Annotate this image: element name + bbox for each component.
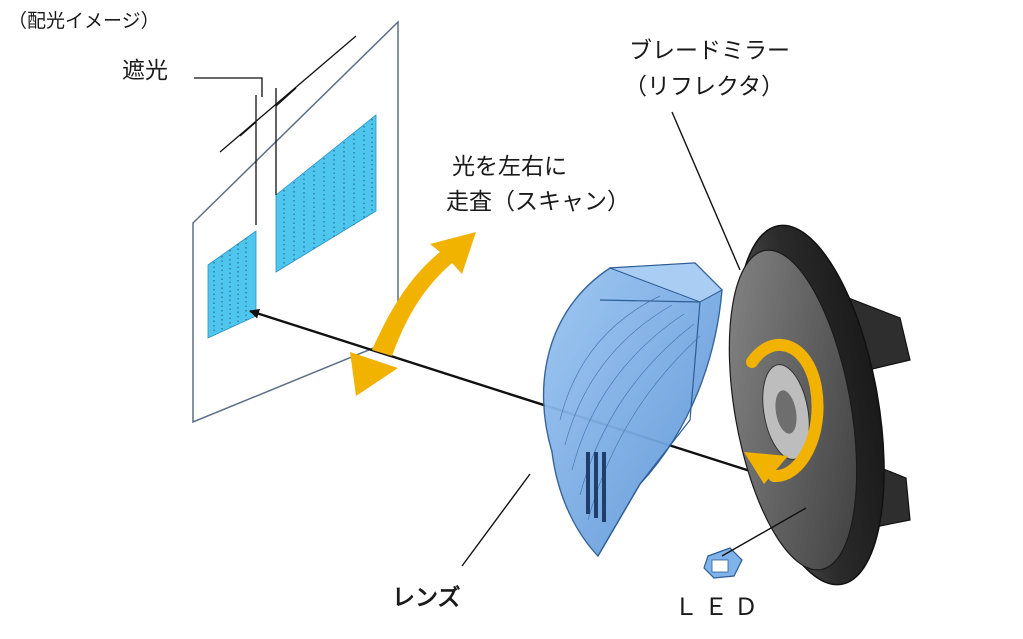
light-pattern-dots [213, 119, 373, 334]
leader-lines [461, 111, 807, 567]
light-pattern-right [275, 114, 377, 273]
mirror-label-line2: （リフレクタ） [624, 74, 785, 100]
lens [542, 262, 723, 558]
rotation-arrow [744, 338, 824, 484]
lens-label: レンズ [392, 585, 461, 611]
scan-label-line2: 走査（スキャン） [446, 189, 630, 215]
blade-mirror [728, 224, 911, 586]
scan-arrow [350, 232, 476, 396]
light-ray-arrow [249, 308, 801, 489]
scan-label-line1: 光を左右に [452, 154, 567, 180]
image-caption-label: （配光イメージ） [8, 10, 160, 32]
led [703, 547, 743, 579]
led-label: ＬＥＤ [674, 593, 764, 621]
shading-dimension [194, 35, 357, 225]
mirror-label-line1: ブレードミラー [629, 38, 790, 64]
shading-label: 遮光 [122, 58, 168, 84]
